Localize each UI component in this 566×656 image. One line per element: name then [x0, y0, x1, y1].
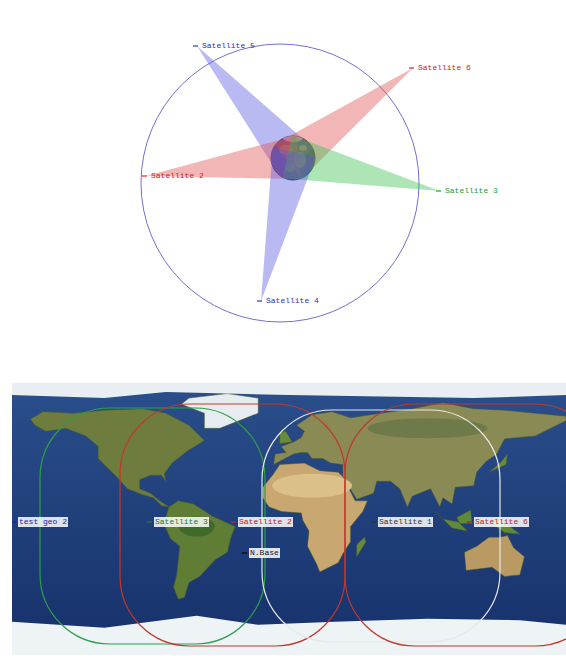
satellite-label: Satellite 6 — [417, 63, 472, 73]
continent — [357, 537, 366, 557]
map-label: Satellite 3 — [154, 517, 209, 527]
coverage-wedge — [261, 147, 316, 301]
map-label: Satellite 1 — [378, 517, 433, 527]
satellite-marker — [147, 521, 152, 523]
world-map — [12, 383, 566, 655]
coverage-outline — [40, 408, 265, 644]
coverage-outline — [120, 404, 345, 646]
continent — [164, 501, 235, 599]
satellite-marker — [12, 521, 16, 523]
ocean — [12, 383, 566, 655]
satellite-marker — [231, 521, 236, 523]
arctic-ice — [12, 383, 566, 398]
satellite-label: Satellite 2 — [150, 171, 205, 181]
coverage-outline — [262, 410, 500, 642]
satellite-marker — [257, 300, 262, 302]
continent — [464, 536, 524, 577]
satellite-marker — [142, 175, 147, 177]
satellite-marker — [436, 190, 441, 192]
satellite-label: Satellite 3 — [444, 186, 499, 196]
map-label: Satellite 2 — [238, 517, 293, 527]
coverage-outline — [345, 404, 566, 646]
satellite-label: Satellite 4 — [265, 296, 320, 306]
satellite-marker — [193, 45, 198, 47]
antarctica — [12, 616, 566, 655]
continent — [280, 431, 292, 443]
satellite-marker — [371, 521, 376, 523]
continent — [30, 409, 204, 507]
satellite-label: Satellite 5 — [201, 41, 256, 51]
satellite-marker — [409, 67, 414, 69]
orbit-view — [141, 44, 441, 322]
map-label: N.Base — [249, 548, 280, 558]
continent — [181, 394, 258, 429]
satellite-marker — [467, 521, 472, 523]
continent — [457, 510, 472, 524]
map-label: test geo 2 — [18, 517, 68, 527]
map-label: Satellite 6 — [474, 517, 529, 527]
satellite-marker — [242, 552, 247, 554]
